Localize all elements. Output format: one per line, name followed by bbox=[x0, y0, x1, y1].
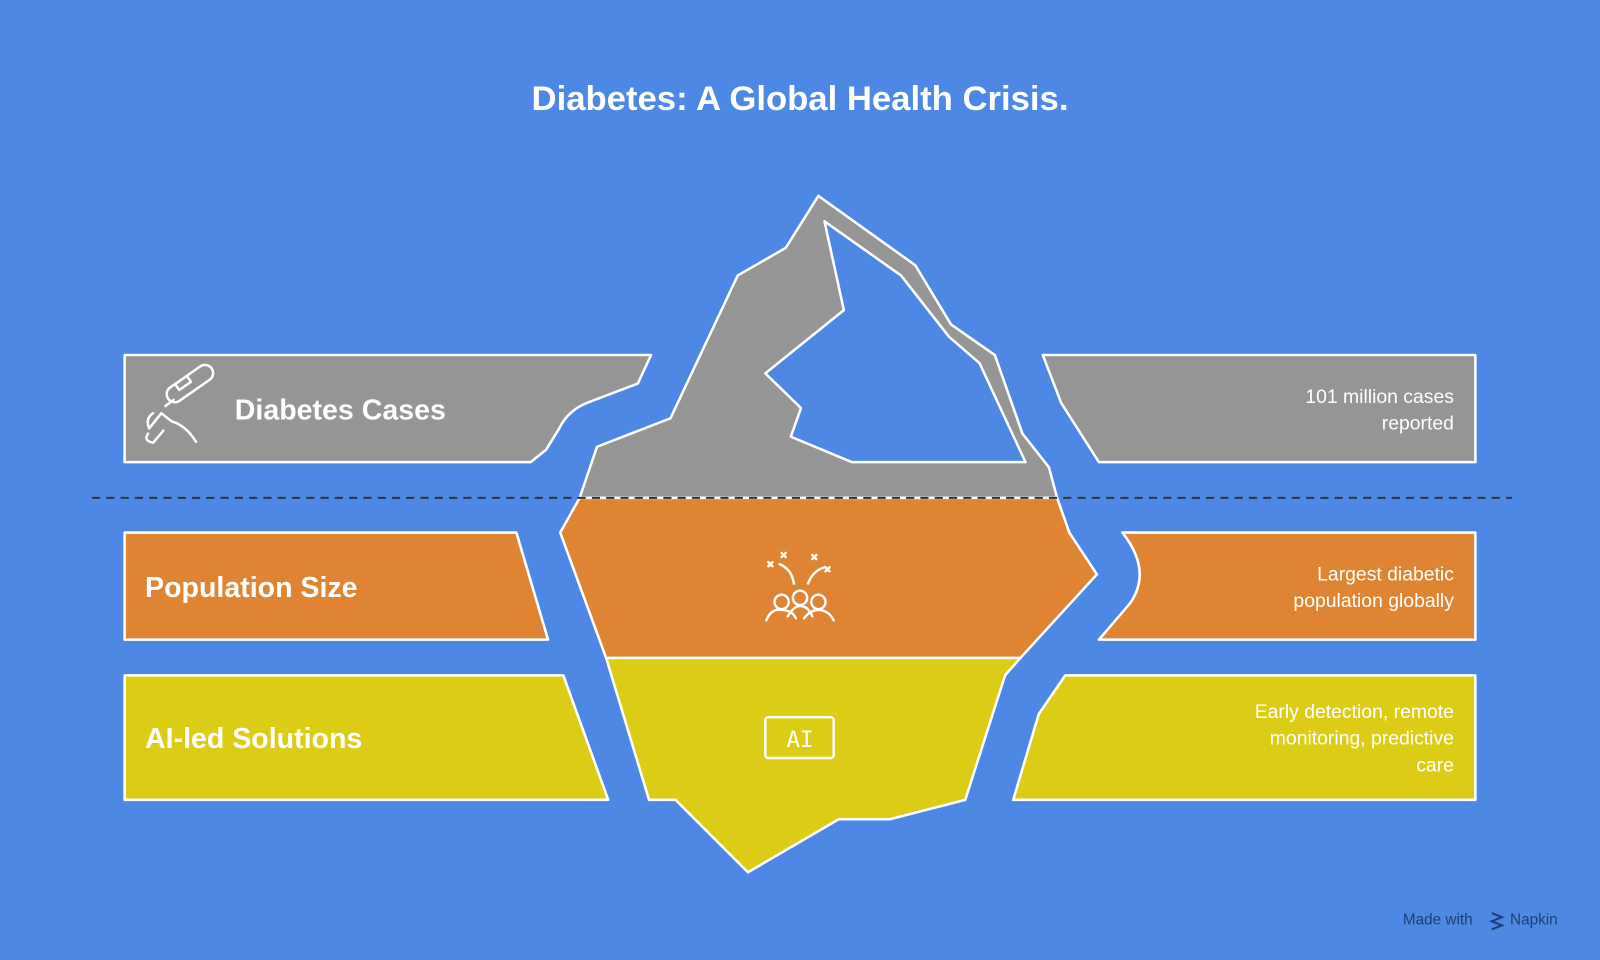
napkin-brand-text: Napkin bbox=[1510, 911, 1558, 928]
description-ai-line2: monitoring, predictive bbox=[1270, 728, 1454, 750]
diagram-title: Diabetes: A Global Health Crisis. bbox=[532, 80, 1069, 118]
napkin-logo-icon bbox=[1488, 912, 1505, 931]
crowd-icon bbox=[765, 551, 835, 622]
description-ai-line1: Early detection, remote bbox=[1255, 701, 1454, 723]
description-population-line2: population globally bbox=[1293, 590, 1454, 612]
made-with-text: Made with bbox=[1403, 911, 1473, 928]
ai-chip-icon: AI bbox=[764, 715, 835, 760]
iceberg-middle bbox=[558, 496, 1099, 660]
description-ai-line3: care bbox=[1416, 754, 1454, 776]
ai-solutions-label-box bbox=[123, 674, 610, 802]
diabetes-cases-description-box bbox=[1041, 353, 1477, 464]
iceberg-bottom bbox=[604, 656, 1022, 874]
description-population-line1: Largest diabetic bbox=[1317, 563, 1454, 585]
ai-icon-text: AI bbox=[786, 727, 813, 753]
diabetes-cases-label-box bbox=[123, 353, 653, 464]
layer-label-population-size: Population Size bbox=[145, 572, 358, 604]
layer-label-diabetes-cases: Diabetes Cases bbox=[235, 394, 446, 426]
description-diabetes-cases-line1: 101 million cases bbox=[1305, 386, 1454, 408]
iceberg-tip-snow bbox=[764, 220, 1027, 464]
description-diabetes-cases-line2: reported bbox=[1382, 413, 1454, 435]
population-size-description-box bbox=[1097, 531, 1477, 641]
made-with-napkin-badge[interactable]: Made with Napkin bbox=[1403, 911, 1558, 931]
glucose-meter-icon bbox=[145, 363, 215, 444]
population-size-label-box bbox=[123, 531, 550, 641]
ai-solutions-description-box bbox=[1011, 674, 1477, 802]
layer-label-ai-solutions: AI-led Solutions bbox=[145, 723, 362, 755]
